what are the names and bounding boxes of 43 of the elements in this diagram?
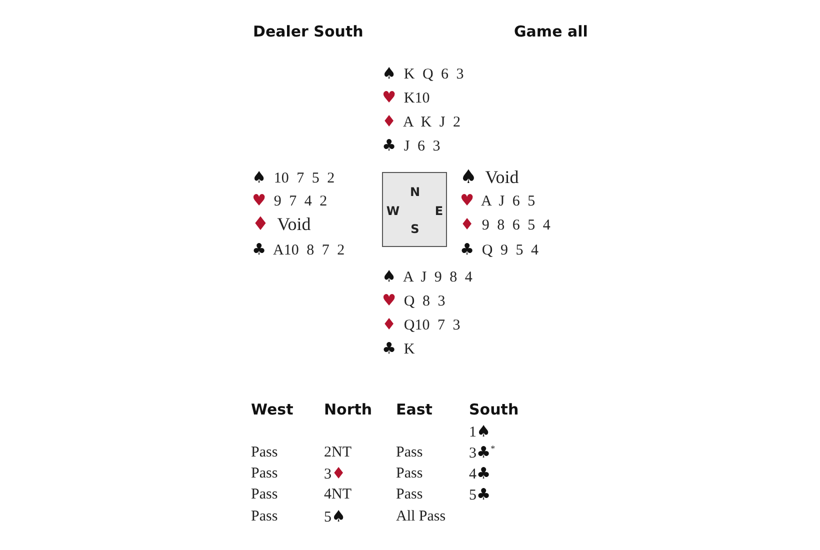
bid: Pass xyxy=(251,444,278,462)
bid: 4♣ xyxy=(469,464,491,484)
compass-letter: W xyxy=(386,205,400,217)
column-header: North xyxy=(324,401,372,419)
suit-holding: ♠ 10 7 5 2 xyxy=(252,168,335,188)
compass-letter: N xyxy=(410,186,420,198)
suit-holding: ♥ Q 8 3 xyxy=(382,291,446,311)
column-header: West xyxy=(251,401,294,419)
bid: 5♠ xyxy=(324,507,346,527)
suit-holding: ♥ 9 7 4 2 xyxy=(252,191,328,211)
suit-holding: ♦ Q10 7 3 xyxy=(382,315,460,335)
compass-box xyxy=(382,172,447,247)
bid: 4NT xyxy=(324,486,352,504)
suit-holding: ♣ J 6 3 xyxy=(382,136,440,156)
bid: Pass xyxy=(251,508,278,526)
suit-holding: ♦ A K J 2 xyxy=(382,112,460,132)
suit-holding: ♣ A10 8 7 2 xyxy=(252,240,345,260)
bid: 1♠ xyxy=(469,422,491,442)
vulnerability-heading: Game all xyxy=(514,23,588,41)
bid: Pass xyxy=(396,465,423,483)
bid: 5♣ xyxy=(469,485,491,505)
suit-holding: ♥ K10 xyxy=(382,88,430,108)
bid: Pass xyxy=(396,486,423,504)
bid: Pass xyxy=(251,465,278,483)
suit-holding: ♦ Void xyxy=(252,214,311,236)
bid: 3♣$^{*}$ xyxy=(469,443,496,463)
suit-holding: ♣ K xyxy=(382,339,415,359)
dealer-heading: Dealer South xyxy=(253,23,364,41)
bid: All Pass xyxy=(396,508,446,526)
suit-holding: ♠ Void xyxy=(460,167,519,189)
suit-holding: ♠ K Q 6 3 xyxy=(382,64,464,84)
bid: 2NT xyxy=(324,444,352,462)
compass-letter: E xyxy=(434,205,444,217)
bid: Pass xyxy=(396,444,423,462)
suit-holding: ♥ A J 6 5 xyxy=(460,191,536,211)
column-header: South xyxy=(469,401,519,419)
suit-holding: ♠ A J 9 8 4 xyxy=(382,267,472,287)
column-header: East xyxy=(396,401,432,419)
compass-letter: S xyxy=(410,223,420,235)
bid: 3♦ xyxy=(324,464,346,484)
bid: Pass xyxy=(251,486,278,504)
suit-holding: ♦ 9 8 6 5 4 xyxy=(460,215,550,235)
suit-holding: ♣ Q 9 5 4 xyxy=(460,240,538,260)
